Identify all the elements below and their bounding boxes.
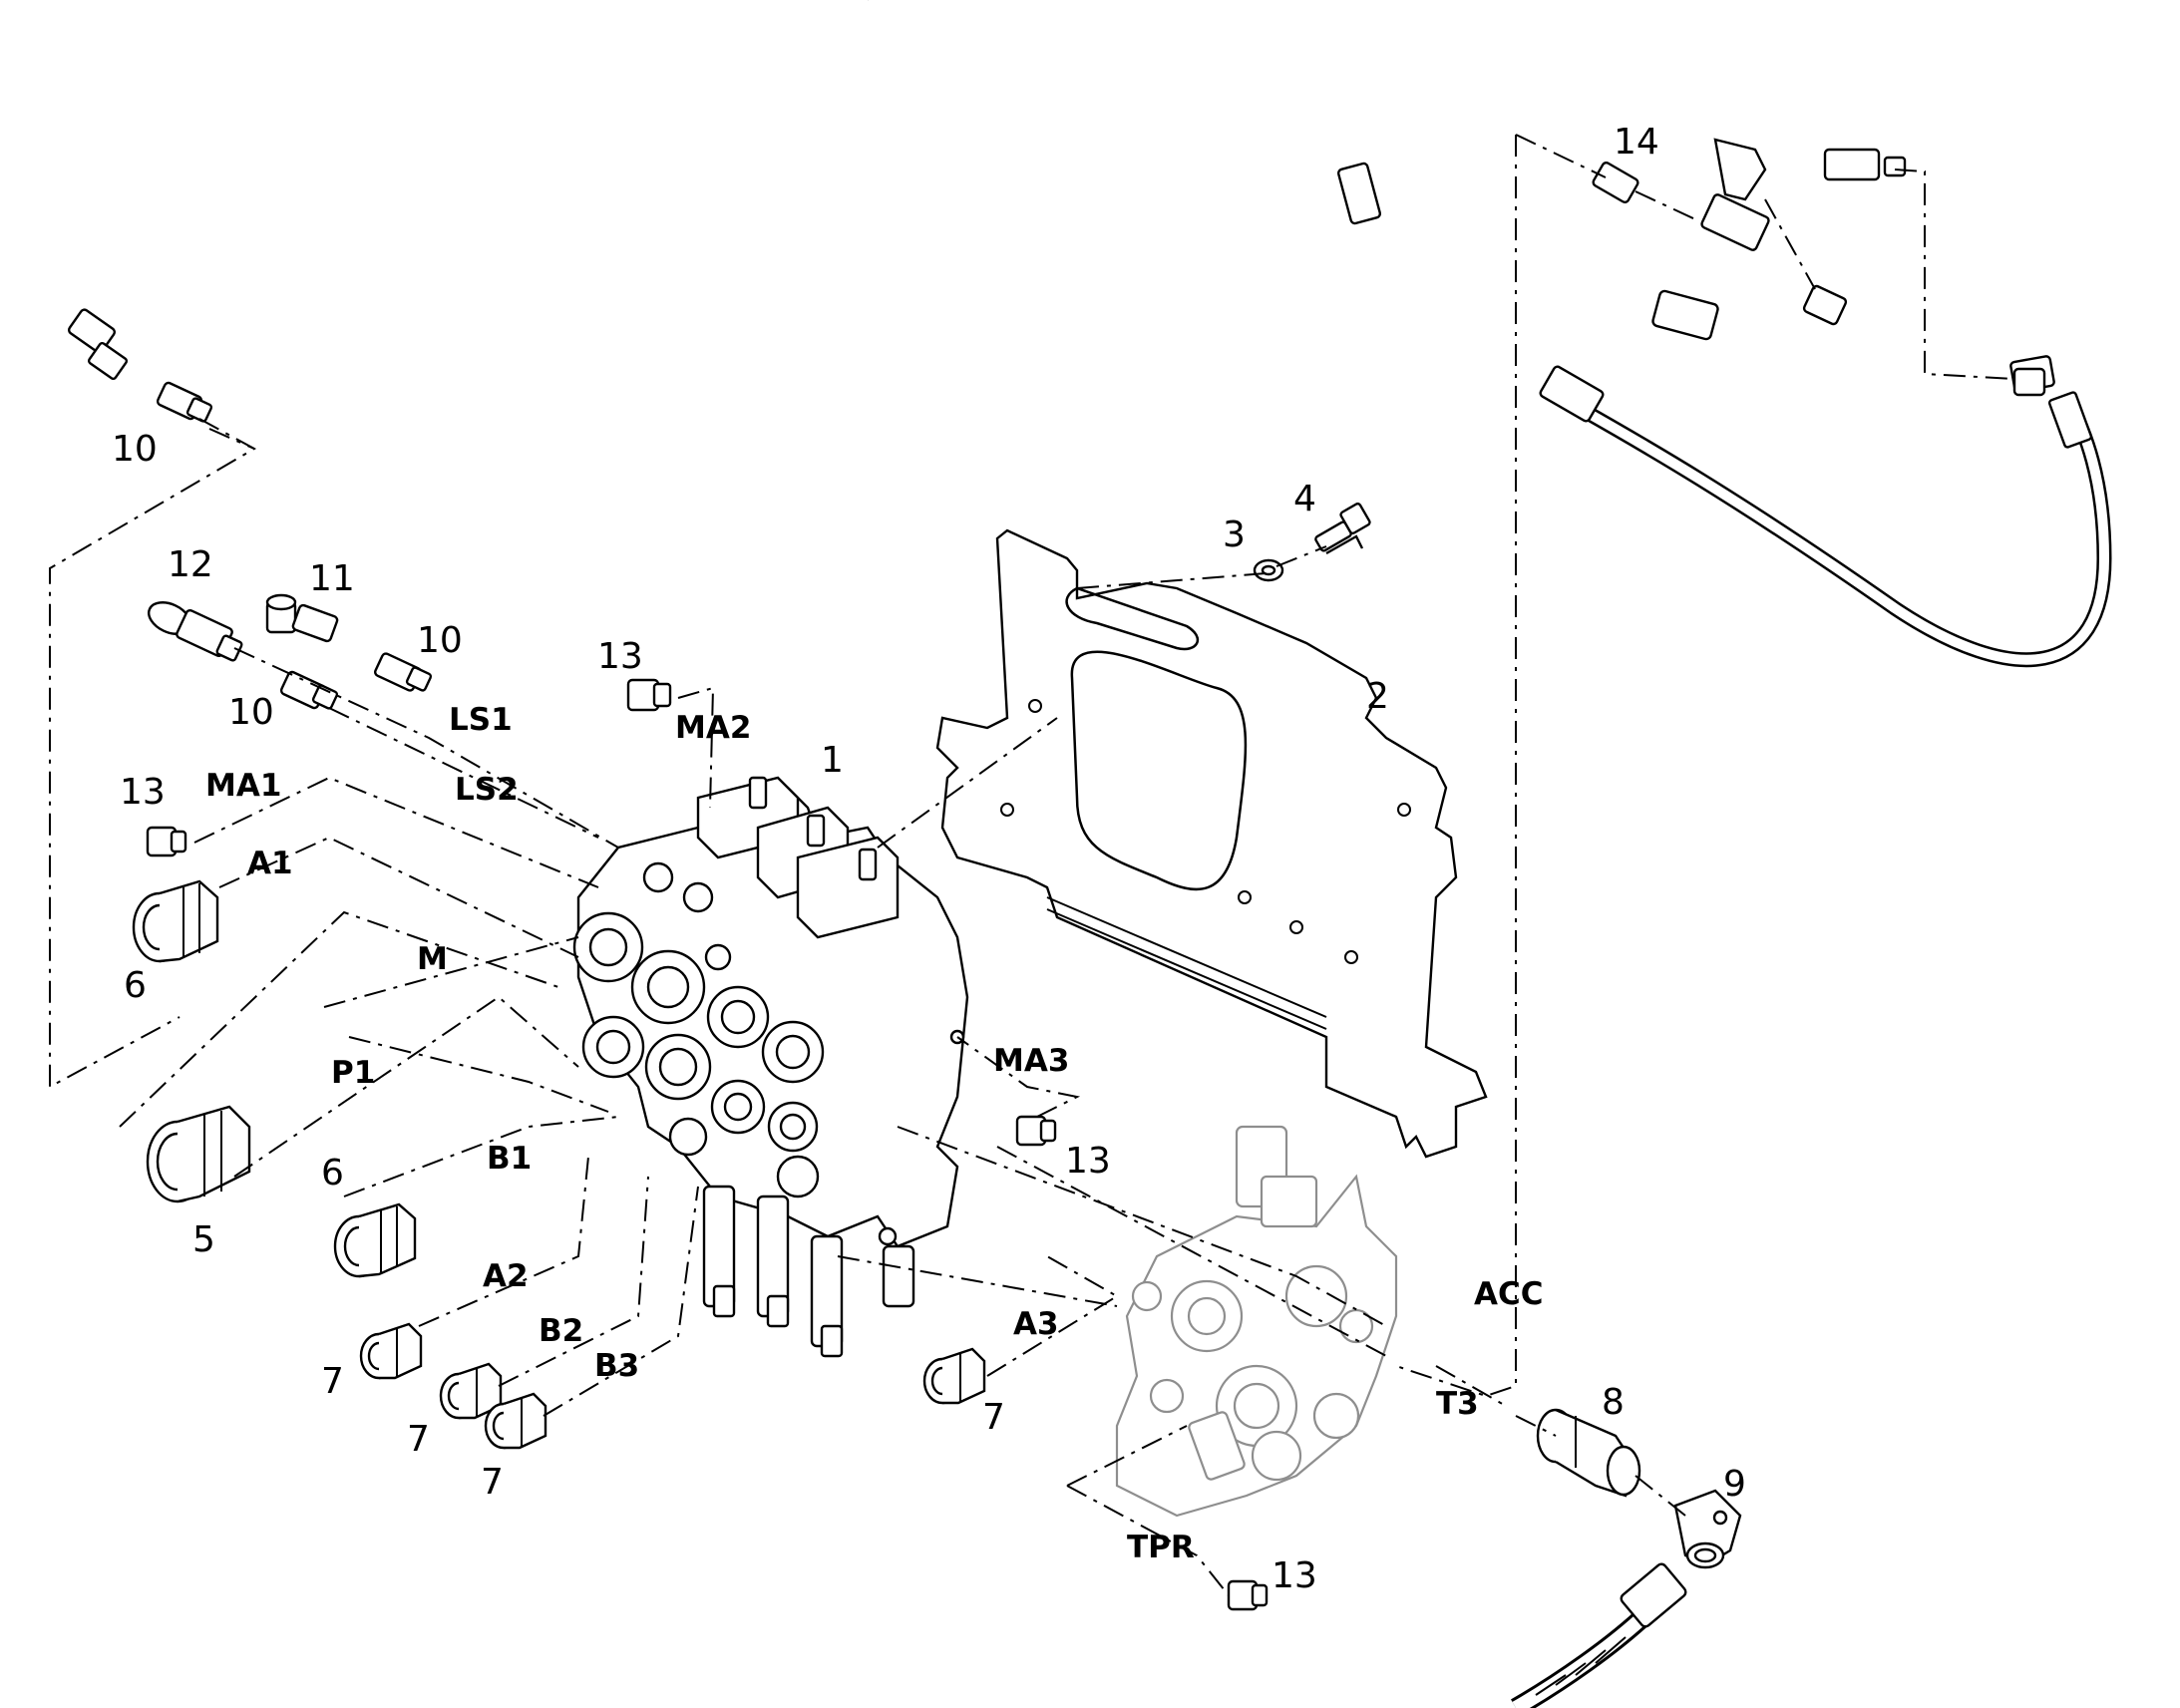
fitting-10-lower xyxy=(279,670,339,710)
fitting-7-a3 xyxy=(922,1347,986,1405)
port-label-b1: B1 xyxy=(487,1141,532,1177)
washer-3 xyxy=(1253,558,1284,582)
callout-10-mid: 10 xyxy=(417,620,463,661)
leader-lines xyxy=(49,134,2015,1596)
port-label-b3: B3 xyxy=(594,1348,639,1384)
callout-2: 2 xyxy=(1366,676,1389,717)
hose-left-upper xyxy=(67,0,873,583)
callout-11: 11 xyxy=(309,558,355,599)
fitting-7-b3 xyxy=(484,1392,547,1450)
callout-9: 9 xyxy=(1723,1464,1746,1505)
fitting-6-upper xyxy=(132,879,219,963)
fitting-5 xyxy=(146,1105,251,1203)
hose-bottom-right xyxy=(1511,1562,1687,1708)
port-label-ls1: LS1 xyxy=(449,702,513,738)
callout-13-ma2: 13 xyxy=(597,636,643,677)
fitting-13-tpr xyxy=(1227,1579,1269,1611)
callout-7-b2: 7 xyxy=(407,1419,430,1460)
callout-13-ma1: 13 xyxy=(120,772,166,813)
fitting-10-top-left xyxy=(156,381,213,423)
fitting-7-b2 xyxy=(439,1362,503,1420)
fitting-13-ma1 xyxy=(146,826,187,857)
callout-13-ma3: 13 xyxy=(1065,1141,1111,1182)
port-label-acc: ACC xyxy=(1474,1276,1544,1312)
port-label-b2: B2 xyxy=(539,1313,583,1349)
port-label-t3: T3 xyxy=(1436,1386,1479,1422)
fitting-7-a2 xyxy=(359,1322,423,1380)
callout-14: 14 xyxy=(1614,122,1659,163)
callout-4: 4 xyxy=(1293,479,1316,519)
port-label-a2: A2 xyxy=(483,1258,529,1294)
callout-7-a3: 7 xyxy=(982,1397,1005,1438)
port-label-ma2: MA2 xyxy=(675,710,751,746)
callout-5: 5 xyxy=(192,1219,215,1260)
callout-3: 3 xyxy=(1223,514,1246,555)
callout-7-b3: 7 xyxy=(481,1462,504,1503)
fitting-13-ma2 xyxy=(626,678,672,712)
fitting-13-ma3 xyxy=(1015,1115,1057,1147)
callout-6-lower: 6 xyxy=(321,1153,344,1194)
fitting-11-elbow xyxy=(265,593,339,643)
port-label-ma3: MA3 xyxy=(993,1043,1069,1079)
callout-7-a2: 7 xyxy=(321,1361,344,1402)
callout-1: 1 xyxy=(821,740,844,781)
port-label-p1: P1 xyxy=(331,1055,375,1091)
fitting-12 xyxy=(148,601,243,662)
fitting-9-elbow xyxy=(1673,1489,1742,1569)
port-label-tpr: TPR xyxy=(1127,1530,1195,1565)
hose-right xyxy=(1539,355,2112,668)
port-labels: LS1 LS2 MA1 MA2 MA3 A1 A2 A3 B1 B2 B3 M … xyxy=(205,702,1544,1565)
fitting-10-mid xyxy=(374,652,433,692)
fitting-14-group xyxy=(1592,138,2046,397)
callout-12: 12 xyxy=(168,544,213,585)
main-control-valve xyxy=(572,776,969,1358)
callout-10-top: 10 xyxy=(112,429,158,470)
callout-10-lower: 10 xyxy=(228,692,274,733)
port-label-a3: A3 xyxy=(1013,1306,1059,1342)
callout-8: 8 xyxy=(1602,1382,1625,1423)
callout-numbers: 1 2 3 4 5 6 6 7 7 7 7 8 9 10 10 10 11 12… xyxy=(112,122,1746,1596)
mounting-plate xyxy=(935,528,1488,1159)
priority-valve-block xyxy=(1115,1125,1398,1518)
hose-upper-right xyxy=(1303,44,1719,341)
port-label-ls2: LS2 xyxy=(455,772,519,808)
port-label-m: M xyxy=(417,941,448,977)
port-label-a1: A1 xyxy=(247,846,293,881)
callout-6-upper: 6 xyxy=(124,965,147,1006)
port-label-ma1: MA1 xyxy=(205,768,281,804)
bolt-4 xyxy=(1314,503,1371,555)
callout-13-tpr: 13 xyxy=(1272,1555,1317,1596)
fitting-6-lower xyxy=(333,1202,417,1278)
